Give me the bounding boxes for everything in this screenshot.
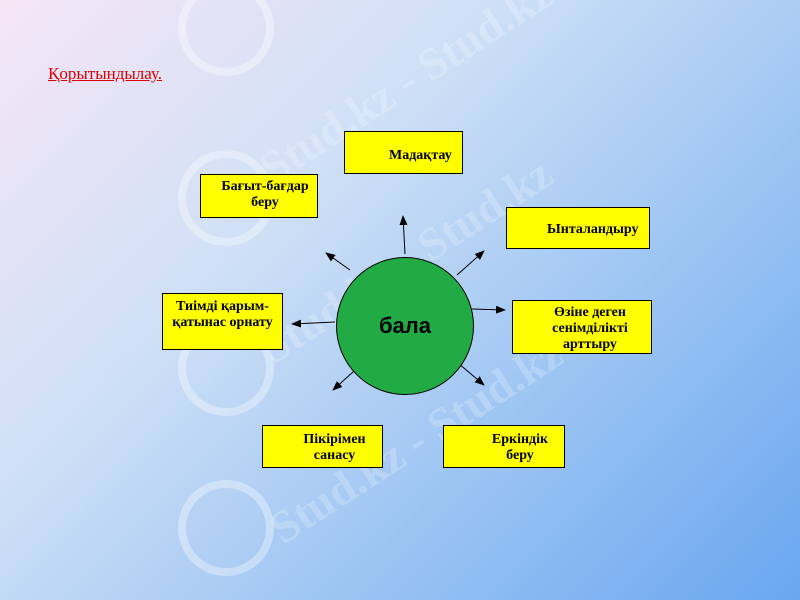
node-madaktau: Мадақтау [344,131,463,174]
node-tiimdi: Тиімді қарым-қатынас орнату [162,293,283,350]
center-label: бала [378,313,432,338]
node-label: Өзіне деген сенімділікті арттыру [552,305,628,352]
slide-title: Қорытындылау. [48,64,162,83]
node-erkindik: Еркіндік беру [443,425,565,468]
arrow-up-right [456,250,485,276]
watermark-logo-icon [178,0,274,76]
watermark-logo-icon [178,480,274,576]
node-label: Тиімді қарым-қатынас орнату [172,299,273,330]
node-label: Пікірімен санасу [303,432,366,463]
node-label: Ынталандыру [547,222,639,237]
node-label: Мадақтау [389,148,452,163]
node-label: Еркіндік беру [491,432,549,463]
node-bagyt: Бағыт-бағдар беру [200,174,318,218]
node-ozine: Өзіне деген сенімділікті арттыру [512,300,652,354]
node-label: Бағыт-бағдар беру [221,179,309,210]
arrow-left [291,319,336,328]
arrow-up-left [325,252,351,271]
node-pikirimen: Пікірімен санасу [262,425,383,468]
arrow-right [471,305,506,314]
center-node: бала [336,257,474,395]
arrow-up [399,215,408,255]
node-yntalandyru: Ынталандыру [506,207,650,249]
